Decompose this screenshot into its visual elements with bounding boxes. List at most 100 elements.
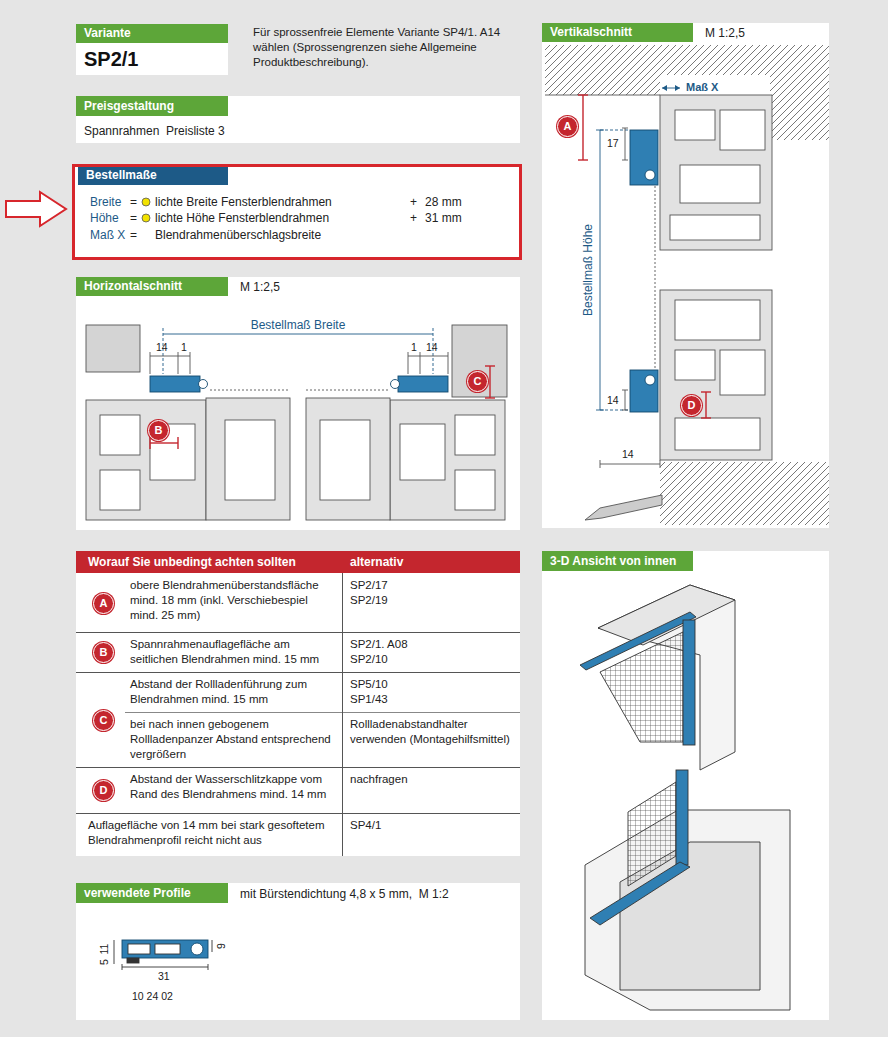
drawing-part [306,390,390,391]
table-cell: Rollladenabstandhalter verwenden (Montag… [350,717,515,747]
drawing-part [208,964,209,970]
drawing-part [100,415,140,455]
table-cell: SP2/10 [350,652,515,667]
panel-title: Variante [84,26,131,41]
panel-title: 3-D Ansicht von innen [550,554,676,569]
table-rule [125,712,520,713]
dimension-label: Bestellmaß Höhe [581,224,595,316]
drawing-part [660,290,772,460]
drawing-part [625,390,626,410]
panel: HorizontalschnittM 1:2,5BC [76,277,520,530]
order-dimension: Maß X [90,228,125,243]
drawing-part [122,967,208,968]
drawing-part [660,462,829,525]
order-dimension: + [410,195,417,210]
order-dimension: 28 mm [425,195,462,210]
drawing-part [622,160,628,161]
drawing-part [191,943,203,955]
dimension-label: 14 [426,341,438,353]
drawing-part [670,215,760,240]
drawing-part [676,770,688,865]
panel-text: SP2/1 [84,47,138,71]
drawing-part [306,398,390,520]
drawing-part [683,620,695,745]
drawing-part [122,940,208,958]
drawing-part [155,944,180,954]
drawing-part [600,632,683,742]
drawing-part [76,883,520,1020]
table-cell: SP1/43 [350,692,515,707]
drawing-part [545,95,660,96]
drawing-part [630,130,658,185]
dimension-label: 1 [181,341,187,353]
drawing-part [178,352,179,374]
drawing-part [128,944,150,954]
drawing-part [720,110,765,150]
drawing-part [150,442,178,443]
order-dimension: lichte Breite Fensterblendrahmen [155,195,332,210]
callout-circle: D [681,395,702,416]
table-cell: Abstand der Wasserschlitzkappe vom Rand … [130,772,335,802]
callout-circle: D [93,780,114,801]
drawing-part [720,350,765,395]
dimension-label: 5 [98,959,110,965]
table-cell: Auflagefläche von 14 mm bei stark gesoft… [88,818,338,848]
drawing-part [100,470,140,510]
callout-letter: B [149,421,168,439]
drawing-part [598,585,735,645]
drawing-part [645,170,655,180]
drawing-part [622,410,628,411]
panel-title: Horizontalschnitt [84,279,182,294]
panel: VarianteSP2/1 [76,24,228,75]
drawing-part [660,95,772,250]
table-rule [76,813,520,814]
panel-title: Bestellmaße [86,168,157,183]
drawing-part [675,300,760,340]
drawing-part [455,415,495,455]
drawing-part [225,420,275,500]
drawing-part [408,352,409,374]
drawing-part [452,325,507,397]
drawing-part [630,370,658,412]
table-cell: SP4/1 [350,818,515,833]
panel-title: verwendete Profile [84,886,191,901]
pointer-arrow [6,192,66,226]
order-dimension: 31 mm [425,211,462,226]
callout-circle: A [557,116,578,137]
drawing-part [485,397,495,398]
drawing-part [448,352,449,374]
panel-text: M 1:2,5 [705,26,745,41]
panel-title: alternativ [350,555,403,570]
drawing-part [127,958,139,963]
drawing-part [596,130,604,131]
3d-view [580,585,790,1010]
drawing-part [150,356,190,357]
note-text: Für sprossenfreie Elemente Variante SP4/… [253,25,538,70]
order-dimension: Höhe [90,211,119,226]
callout-letter: B [94,643,113,661]
order-dimension: Blendrahmenüberschlagsbreite [155,228,321,243]
drawing-part [590,862,690,925]
table-cell: obere Blendrahmenüberstandsfläche mind. … [130,578,335,623]
drawing-part [320,420,370,500]
drawing-part [86,325,140,372]
drawing-part [701,391,711,392]
drawing-part [680,165,760,203]
drawing-part [578,94,588,95]
drawing-part [455,470,495,510]
drawing-part [6,192,66,226]
drawing-part [177,437,178,449]
panel-text: mit Bürstendichtung 4,8 x 5 mm, M 1:2 [240,887,449,902]
drawing-part [142,198,150,206]
callout-letter: A [558,117,577,135]
drawing-part [675,110,715,140]
table-cell: Abstand der Rollladenführung zum Blendra… [130,677,335,707]
table-cell: bei nach innen gebogenem Rollladenpanzer… [130,717,335,762]
table-cell: Spannrahmenauflagefläche am seitlichen B… [130,637,335,667]
drawing-part [582,95,583,160]
table-cell: SP2/17 [350,578,515,593]
drawing-part [545,45,829,75]
table-cell: SP2/1. A08 [350,637,515,652]
